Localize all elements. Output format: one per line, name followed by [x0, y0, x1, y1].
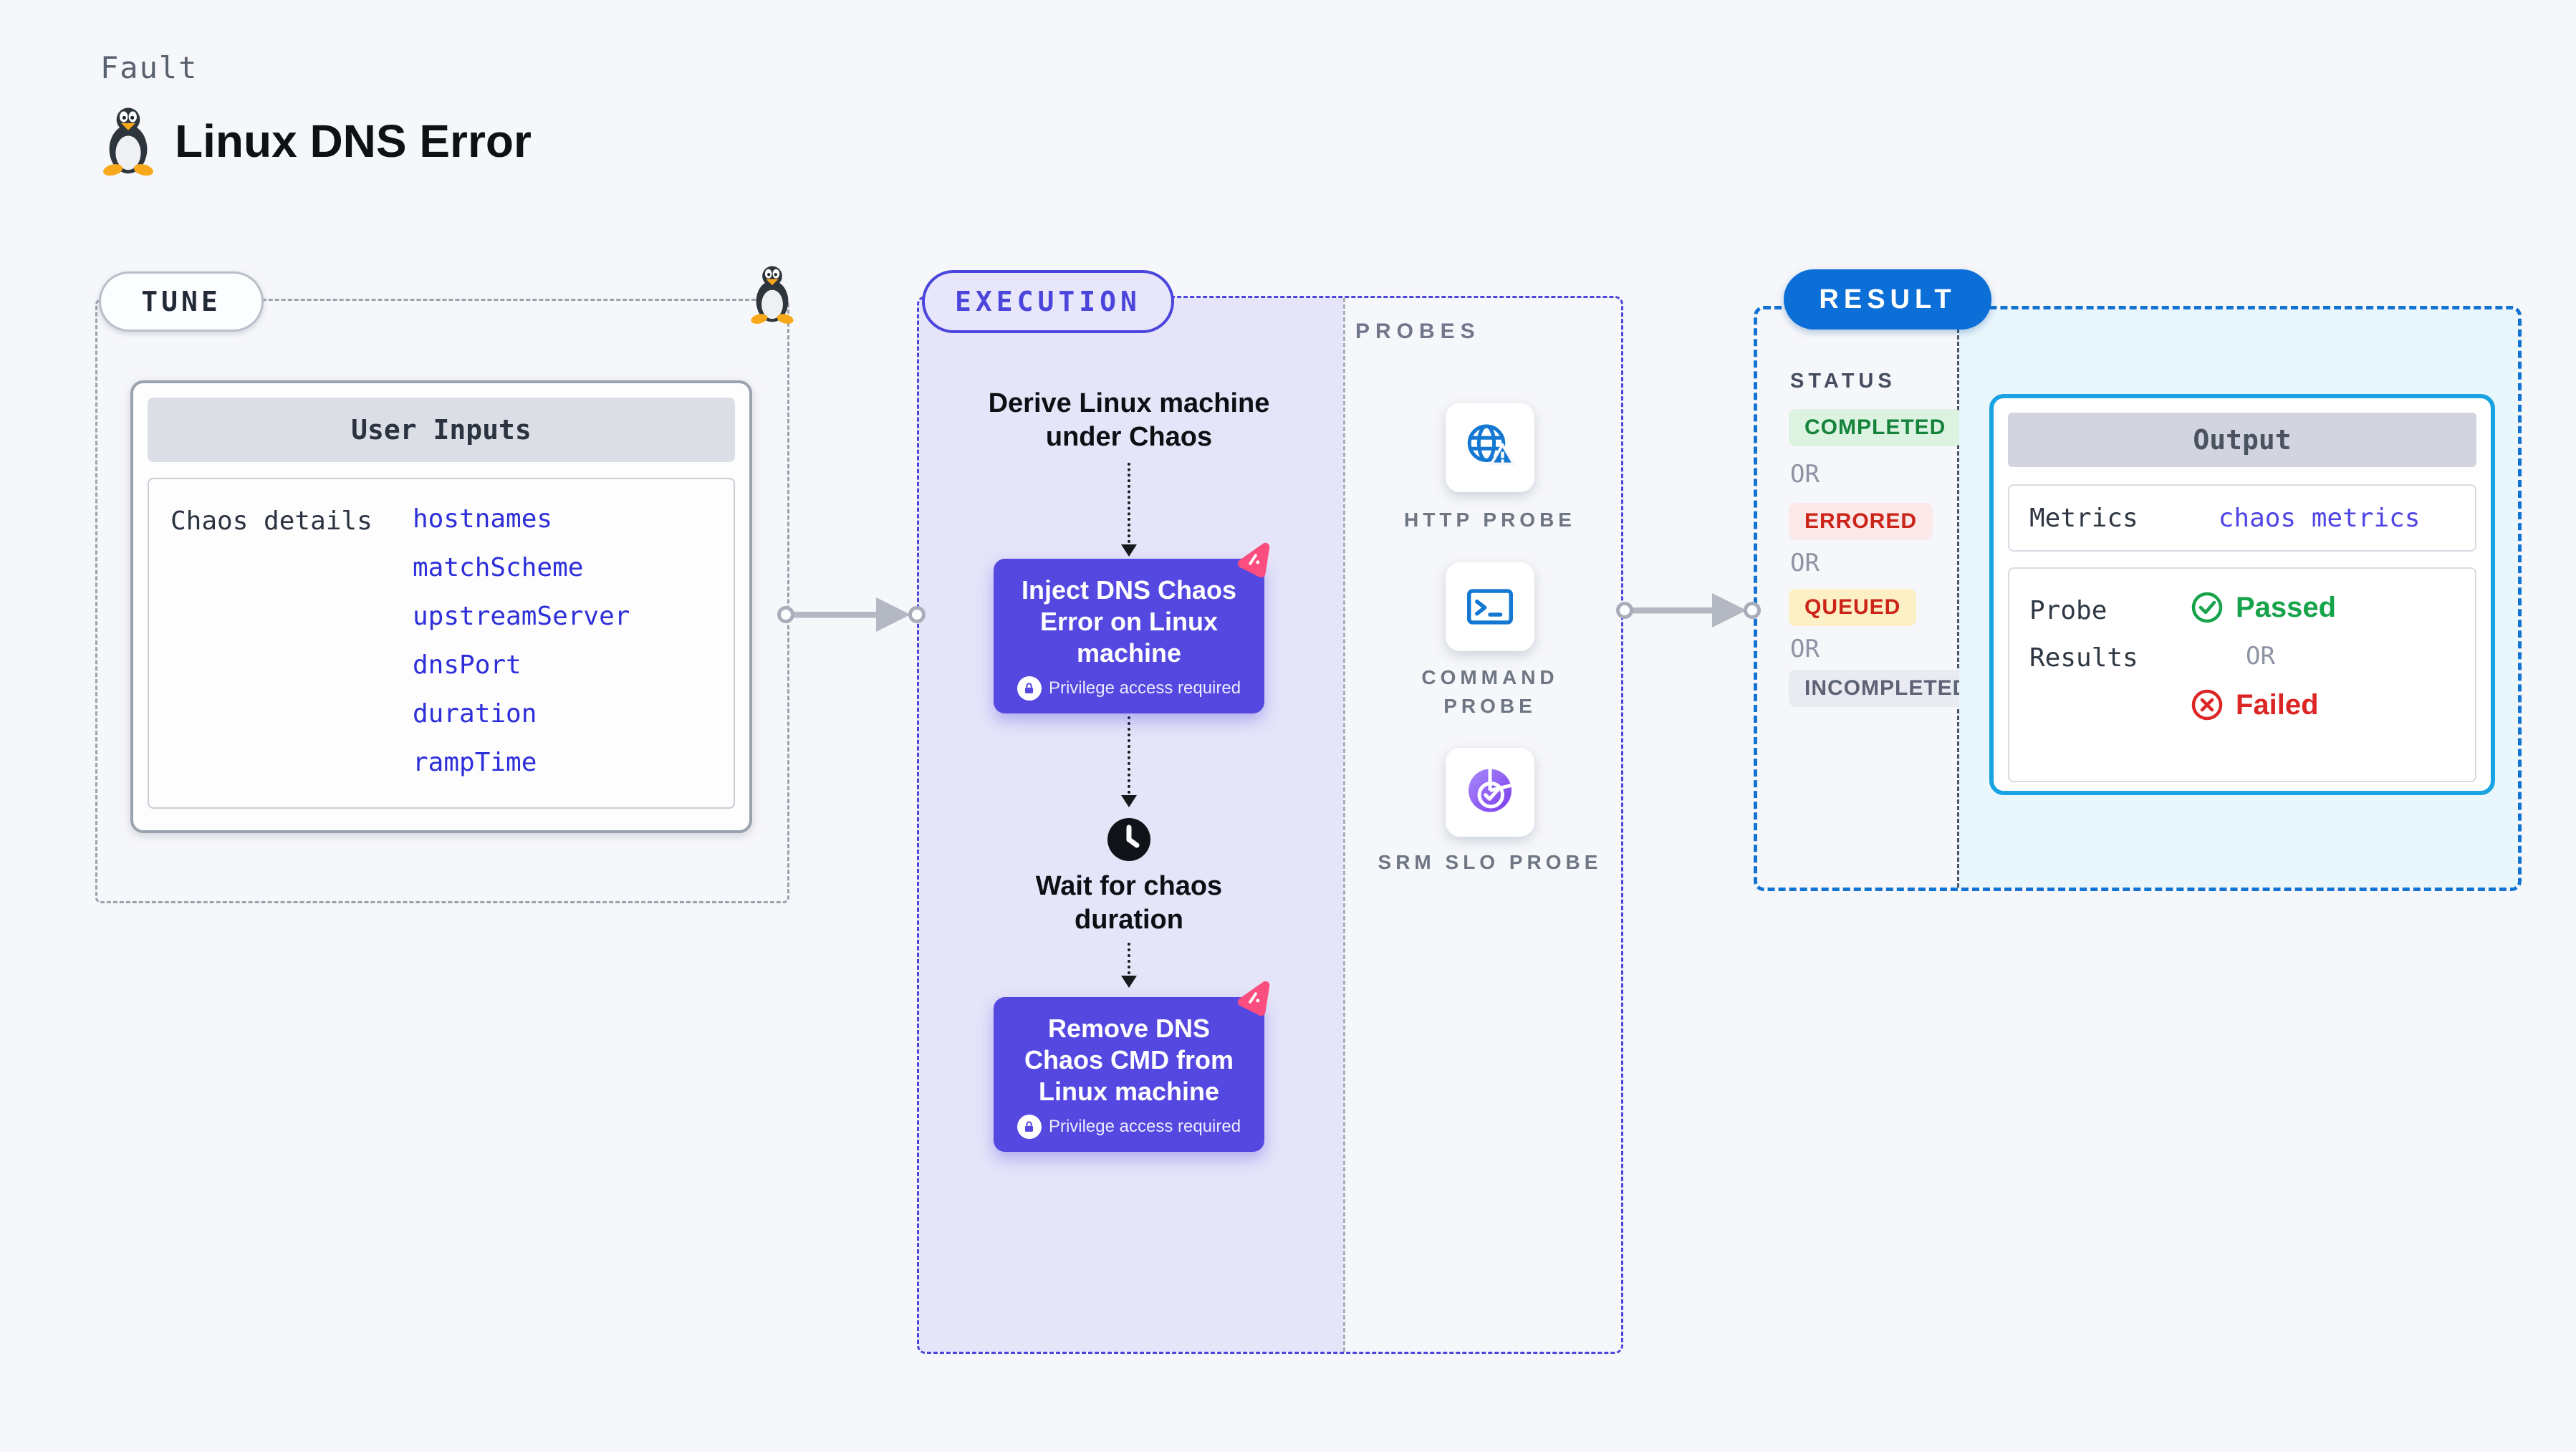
param-dnsport: dnsPort	[413, 650, 522, 680]
param-upstreamserver: upstreamServer	[413, 602, 630, 631]
or-separator: OR	[1790, 549, 1820, 577]
status-badge-incompleted: INCOMPLETED	[1789, 670, 1985, 707]
output-card: Output Metrics chaos metrics Probe Resul…	[1989, 394, 2495, 795]
page-header: Linux DNS Error	[100, 106, 532, 176]
privilege-label: Privilege access required	[1048, 1117, 1241, 1136]
x-circle-icon	[2191, 689, 2223, 721]
status-badge-queued: QUEUED	[1789, 589, 1917, 626]
metrics-row: Metrics chaos metrics	[2008, 484, 2476, 552]
param-matchscheme: matchScheme	[413, 553, 584, 582]
privilege-row: Privilege access required	[1006, 1115, 1251, 1139]
http-probe-card	[1446, 403, 1534, 492]
status-column: STATUS COMPLETED OR ERRORED OR QUEUED OR…	[1757, 309, 1985, 888]
srm-slo-probe-label: SRM SLO PROBE	[1378, 851, 1602, 873]
tux-penguin-icon	[749, 266, 795, 326]
tux-penguin-icon	[102, 107, 155, 176]
terminal-icon	[1467, 589, 1513, 625]
slo-donut-check-icon	[1469, 767, 1513, 812]
user-inputs-title: User Inputs	[148, 398, 735, 462]
srm-slo-probe-card	[1446, 748, 1534, 837]
privilege-row: Privilege access required	[1006, 676, 1251, 701]
status-badge-completed: COMPLETED	[1789, 409, 1962, 446]
metrics-value: chaos metrics	[2218, 503, 2421, 533]
param-ramptime: rampTime	[413, 748, 537, 777]
failed-label: Failed	[2236, 688, 2319, 721]
output-title: Output	[2008, 413, 2476, 467]
inject-chaos-label: Inject DNS Chaos Error on Linux machine	[1021, 575, 1237, 668]
flow-connector	[1128, 943, 1130, 974]
execution-pill: EXECUTION	[922, 270, 1174, 333]
probes-section-label: PROBES	[1355, 319, 1481, 343]
tune-pill: TUNE	[99, 271, 264, 332]
probe-results-label: Probe Results	[2029, 596, 2138, 673]
inject-chaos-node: Inject DNS Chaos Error on Linux machine …	[994, 559, 1264, 713]
chaos-details-label: Chaos details	[170, 506, 373, 536]
result-pill: RESULT	[1784, 269, 1991, 330]
wait-step-label: Wait for chaos duration	[1035, 871, 1223, 935]
lock-icon	[1017, 1115, 1042, 1139]
output-panel: Output Metrics chaos metrics Probe Resul…	[1959, 309, 2518, 888]
derive-step-label: Derive Linux machine under Chaos	[988, 388, 1270, 452]
or-separator: OR	[2246, 642, 2275, 670]
chaos-scenario-icon	[1234, 977, 1275, 1019]
failed-row: Failed	[2190, 688, 2336, 722]
arrowhead-down-icon	[1121, 544, 1137, 557]
probe-results-values: Passed OR Failed	[2190, 590, 2336, 722]
clock-icon	[1106, 817, 1152, 862]
or-separator: OR	[1790, 460, 1820, 489]
chaos-param-list: hostnames matchScheme upstreamServer dns…	[413, 495, 630, 787]
passed-label: Passed	[2236, 591, 2337, 623]
lock-icon	[1017, 676, 1042, 701]
command-probe-card	[1446, 562, 1534, 651]
execution-to-result-arrow	[1616, 593, 1761, 628]
tune-group-box	[95, 299, 789, 903]
http-probe-label: HTTP PROBE	[1404, 509, 1576, 531]
or-separator: OR	[1790, 635, 1820, 663]
page-title: Linux DNS Error	[175, 115, 532, 167]
command-probe-label: COMMAND PROBE	[1421, 666, 1559, 717]
passed-row: Passed	[2190, 590, 2336, 625]
status-heading: STATUS	[1790, 370, 1896, 393]
status-badge-errored: ERRORED	[1789, 503, 1933, 540]
user-inputs-card: User Inputs Chaos details hostnames matc…	[130, 380, 752, 833]
privilege-label: Privilege access required	[1048, 678, 1241, 698]
flow-connector	[1128, 716, 1130, 794]
fault-eyebrow: Fault	[100, 50, 198, 85]
check-circle-icon	[2191, 592, 2223, 623]
result-group-box: STATUS COMPLETED OR ERRORED OR QUEUED OR…	[1754, 306, 2522, 891]
param-hostnames: hostnames	[413, 504, 553, 534]
tune-to-execution-arrow	[777, 597, 926, 632]
arrowhead-down-icon	[1121, 976, 1137, 988]
arrowhead-down-icon	[1121, 795, 1137, 807]
globe-alert-icon	[1467, 424, 1517, 466]
probe-results-row: Probe Results Passed OR	[2008, 567, 2476, 782]
chaos-details-box: Chaos details hostnames matchScheme upst…	[148, 478, 735, 809]
flow-connector	[1128, 463, 1130, 543]
remove-chaos-node: Remove DNS Chaos CMD from Linux machine …	[994, 997, 1264, 1152]
remove-chaos-label: Remove DNS Chaos CMD from Linux machine	[1024, 1014, 1234, 1106]
chaos-scenario-icon	[1234, 539, 1275, 580]
metrics-label: Metrics	[2029, 503, 2138, 533]
param-duration: duration	[413, 699, 537, 729]
